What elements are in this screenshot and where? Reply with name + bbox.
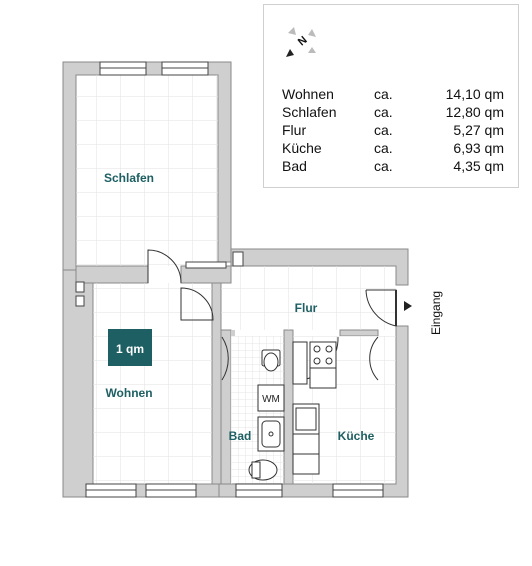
area-row: Flur ca. 5,27 qm bbox=[282, 121, 504, 139]
kitchen-fixtures bbox=[292, 341, 337, 475]
area-row: Wohnen ca. 14,10 qm bbox=[282, 85, 504, 103]
area-row-approx: ca. bbox=[374, 122, 393, 138]
scale-box bbox=[108, 329, 152, 366]
windows bbox=[75, 61, 384, 498]
area-row-approx: ca. bbox=[374, 158, 393, 174]
area-row: Küche ca. 6,93 qm bbox=[282, 139, 504, 157]
scale-label: 1 qm bbox=[116, 342, 144, 356]
area-row-name: Flur bbox=[282, 122, 307, 138]
area-row-value: 6,93 qm bbox=[453, 140, 504, 156]
entrance-label: Eingang bbox=[429, 291, 443, 335]
compass-icon: N bbox=[286, 27, 316, 57]
area-row-name: Bad bbox=[282, 158, 307, 174]
area-row-name: Schlafen bbox=[282, 104, 337, 120]
area-row-approx: ca. bbox=[374, 86, 393, 102]
area-row-value: 12,80 qm bbox=[445, 104, 504, 120]
area-row-value: 5,27 qm bbox=[453, 122, 504, 138]
area-row-value: 14,10 qm bbox=[445, 86, 504, 102]
room-label-kueche: Küche bbox=[338, 429, 375, 443]
entrance-arrow-icon bbox=[404, 301, 412, 311]
area-row-name: Wohnen bbox=[282, 86, 334, 102]
room-schlafen-floor bbox=[76, 75, 218, 266]
area-row-approx: ca. bbox=[374, 140, 393, 156]
compass-letter: N bbox=[296, 34, 310, 48]
area-row: Schlafen ca. 12,80 qm bbox=[282, 103, 504, 121]
washing-machine-label: WM bbox=[262, 394, 280, 405]
area-row-name: Küche bbox=[282, 140, 322, 156]
doors bbox=[147, 249, 397, 381]
area-row-approx: ca. bbox=[374, 104, 393, 120]
room-label-bad: Bad bbox=[229, 429, 252, 443]
room-wohnen-floor bbox=[93, 283, 212, 484]
area-row: Bad ca. 4,35 qm bbox=[282, 157, 504, 175]
room-label-flur: Flur bbox=[295, 301, 318, 315]
room-label-wohnen: Wohnen bbox=[105, 386, 152, 400]
room-flur-floor bbox=[221, 266, 396, 330]
room-label-schlafen: Schlafen bbox=[104, 171, 154, 185]
bathroom-fixtures bbox=[248, 349, 285, 481]
area-row-value: 4,35 qm bbox=[453, 158, 504, 174]
